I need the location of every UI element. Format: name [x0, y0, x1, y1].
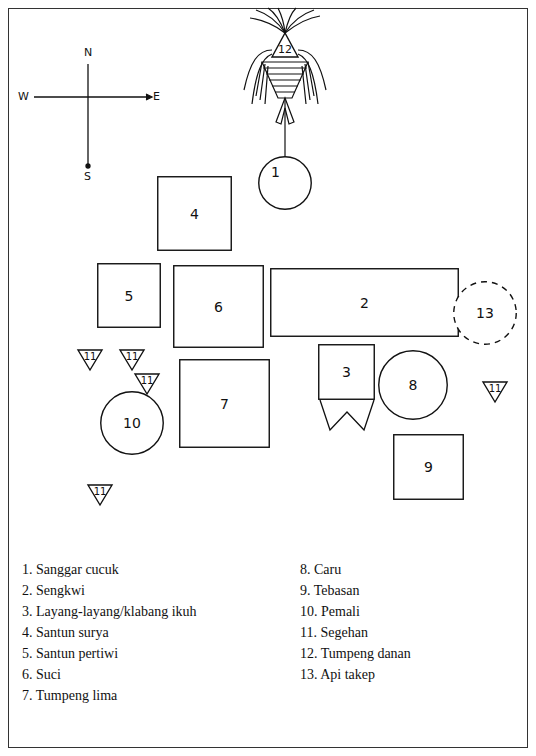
callout-number: 1: [271, 165, 280, 179]
compass: [34, 64, 152, 168]
shape-outline: [258, 156, 312, 210]
offering-box: 9: [393, 434, 464, 500]
offering-box: 6: [173, 265, 264, 348]
offering-triangle: 11: [87, 484, 113, 506]
key-entry: 8. Caru: [300, 562, 341, 579]
callout-number: 11: [94, 487, 107, 497]
offering-triangle: 12: [271, 32, 299, 58]
key-entry: 7. Tumpeng lima: [22, 688, 117, 705]
offering-box: 7: [179, 359, 270, 448]
offering-circle: 13: [453, 281, 517, 345]
callout-number: 4: [190, 207, 199, 221]
offering-circle: 10: [100, 391, 164, 455]
offering-box: 3: [318, 344, 375, 400]
callout-number: 10: [123, 416, 141, 430]
offering-triangle: 11: [77, 349, 103, 371]
callout-number: 6: [214, 300, 223, 314]
key-entry: 13. Api takep: [300, 667, 375, 684]
callout-number: 3: [342, 365, 351, 379]
key-entry: 6. Suci: [22, 667, 61, 684]
callout-number: 11: [489, 384, 502, 394]
compass-letter: W: [18, 90, 29, 103]
frame: [9, 9, 528, 748]
callout-number: 11: [126, 352, 139, 362]
callout-number: 11: [84, 352, 97, 362]
key-entry: 4. Santun surya: [22, 625, 109, 642]
compass-letter: E: [153, 90, 160, 103]
compass-letter: N: [84, 46, 92, 59]
callout-number: 9: [424, 460, 433, 474]
callout-number: 5: [125, 289, 134, 303]
offering-circle: 1: [258, 156, 312, 210]
callout-number: 13: [476, 306, 494, 320]
offering-triangle: 11: [119, 349, 145, 371]
callout-number: 7: [220, 397, 229, 411]
offering-box: 4: [157, 176, 232, 251]
offering-circle: 8: [378, 350, 448, 420]
key-entry: 3. Layang-layang/klabang ikuh: [22, 604, 197, 621]
key-entry: 11. Segehan: [300, 625, 368, 642]
callout-number: 11: [141, 376, 154, 386]
key-entry: 1. Sanggar cucuk: [22, 562, 119, 579]
callout-number: 8: [409, 378, 418, 392]
callout-number: 12: [278, 44, 292, 55]
klabang-ikuh-shape: [320, 400, 374, 430]
key-entry: 12. Tumpeng danan: [300, 646, 411, 663]
offering-triangle: 11: [482, 381, 508, 403]
compass-letter: S: [84, 170, 91, 183]
offering-box: 5: [97, 263, 161, 328]
key-entry: 5. Santun pertiwi: [22, 646, 118, 663]
callout-number: 2: [360, 296, 369, 310]
key-entry: 10. Pemali: [300, 604, 360, 621]
key-entry: 2. Sengkwi: [22, 583, 85, 600]
key-entry: 9. Tebasan: [300, 583, 359, 600]
offering-box: 2: [270, 268, 459, 337]
